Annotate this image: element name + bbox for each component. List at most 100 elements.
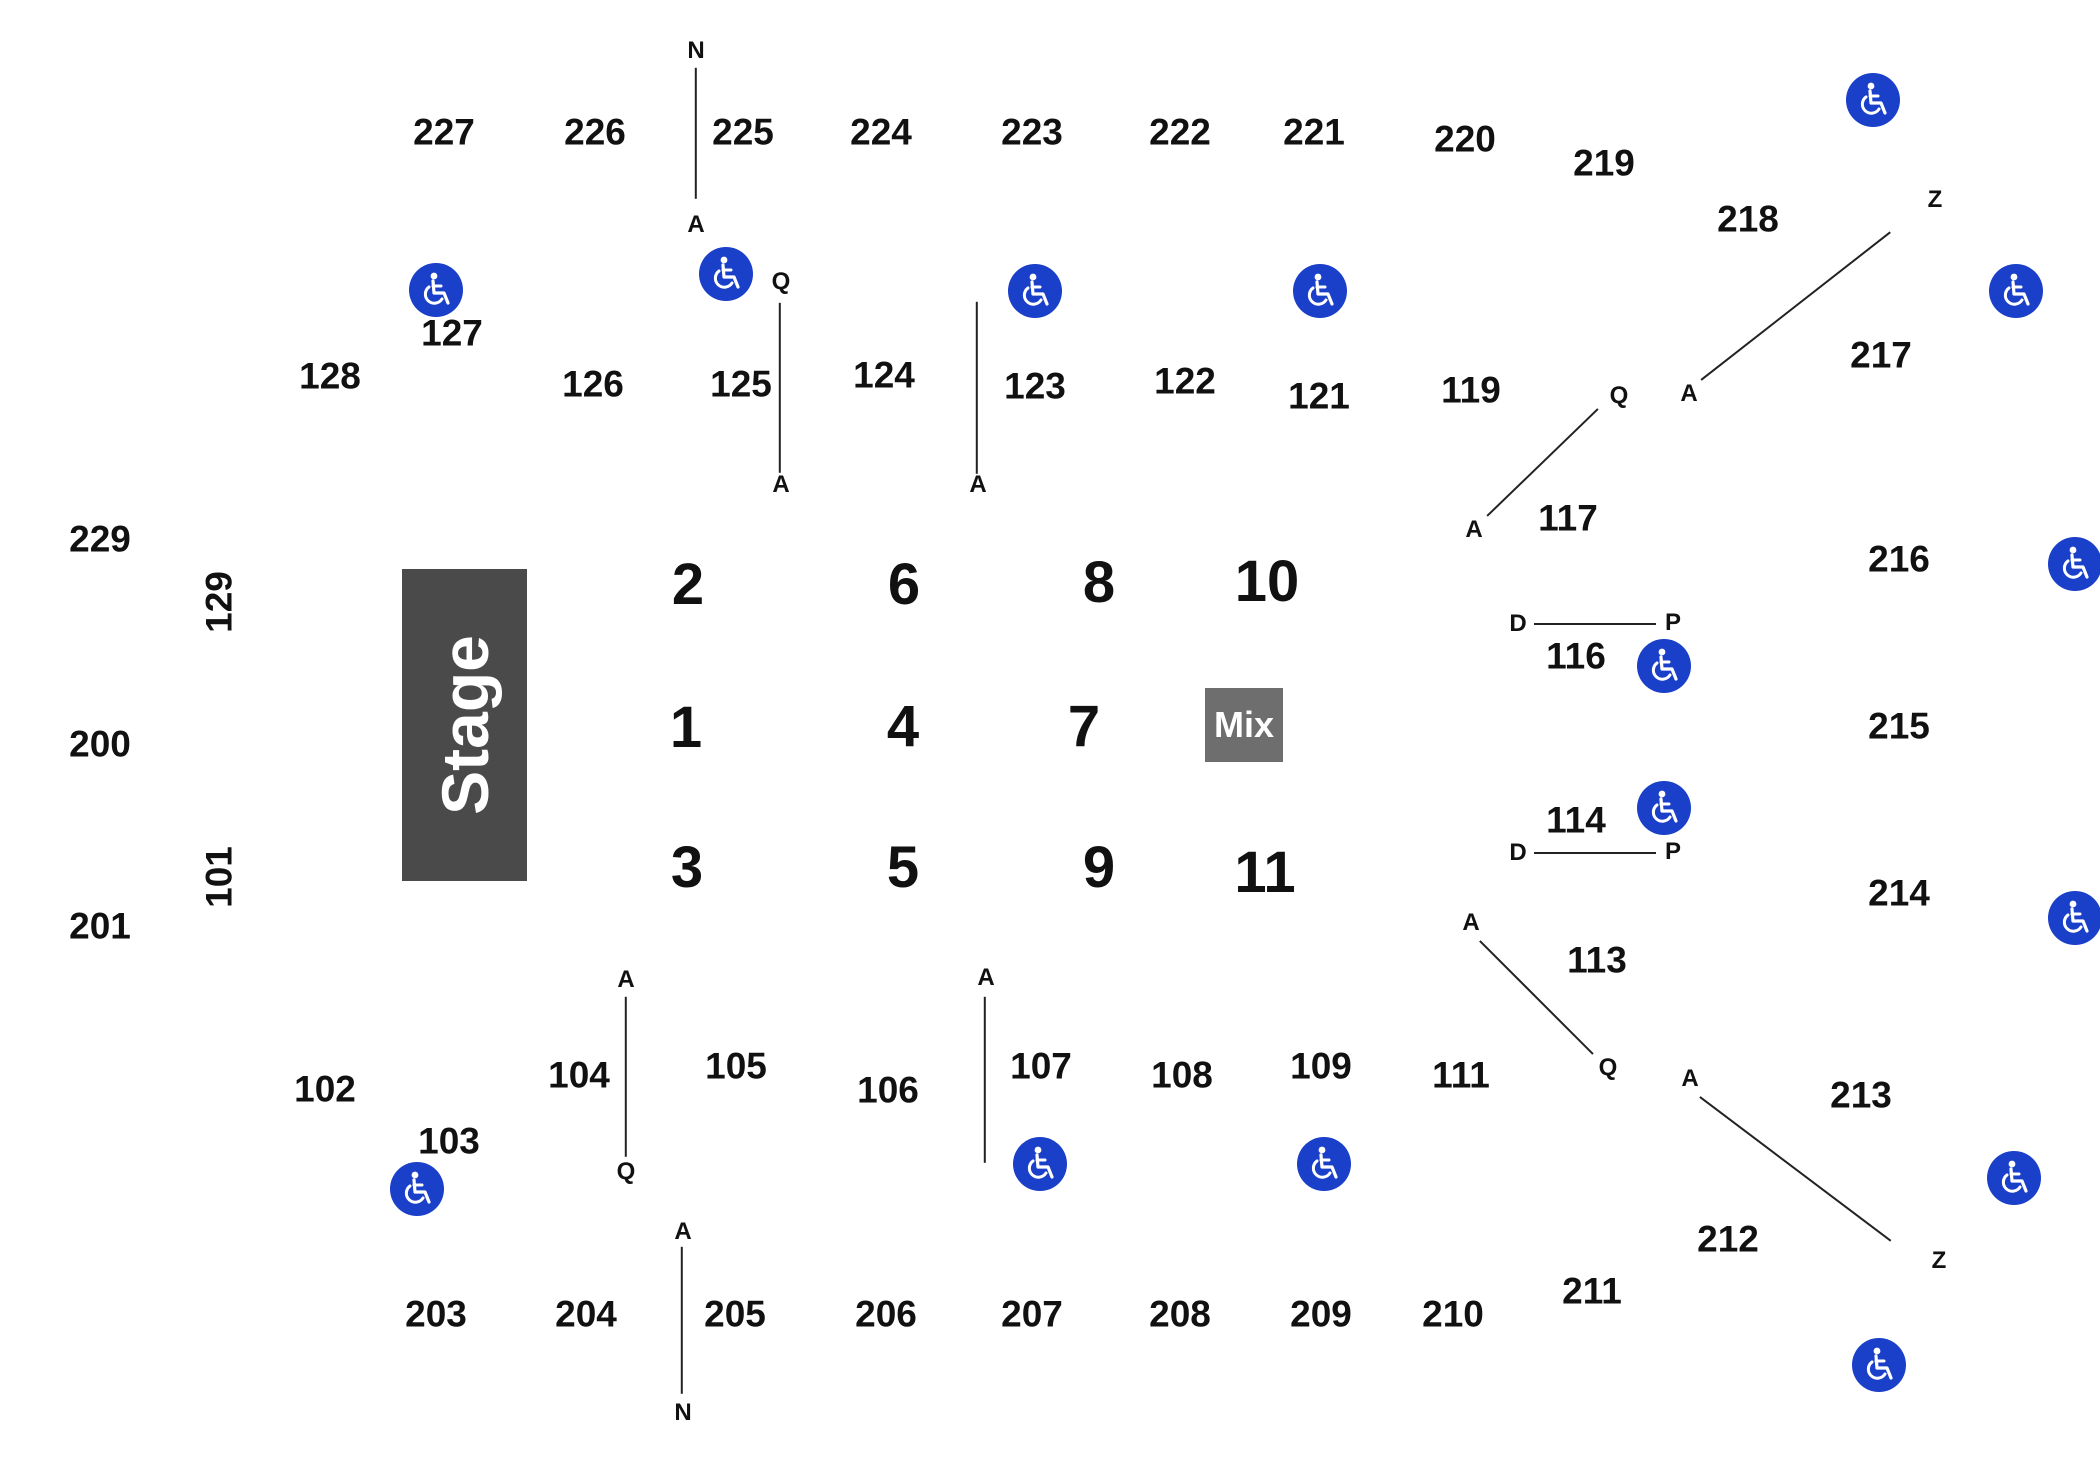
section-200[interactable]: 200 <box>69 723 131 765</box>
section-124[interactable]: 124 <box>853 354 915 396</box>
section-116[interactable]: 116 <box>1546 635 1606 677</box>
section-126[interactable]: 126 <box>562 363 624 405</box>
row-line <box>1534 623 1656 625</box>
floor-section-4[interactable]: 4 <box>886 694 920 759</box>
section-127[interactable]: 127 <box>421 312 483 354</box>
section-221[interactable]: 221 <box>1283 111 1345 153</box>
row-line <box>625 996 627 1157</box>
section-215[interactable]: 215 <box>1868 705 1930 747</box>
section-208[interactable]: 208 <box>1149 1293 1211 1335</box>
section-117[interactable]: 117 <box>1538 497 1598 539</box>
section-207[interactable]: 207 <box>1001 1293 1063 1335</box>
section-213[interactable]: 213 <box>1830 1074 1892 1116</box>
row-marker: Z <box>1931 1247 1947 1274</box>
section-206[interactable]: 206 <box>855 1293 917 1335</box>
section-121[interactable]: 121 <box>1288 375 1350 417</box>
wheelchair-icon[interactable] <box>1987 1151 2041 1205</box>
section-109[interactable]: 109 <box>1290 1045 1352 1087</box>
wheelchair-icon[interactable] <box>2048 891 2100 945</box>
section-123[interactable]: 123 <box>1004 365 1066 407</box>
section-226[interactable]: 226 <box>564 111 626 153</box>
row-marker: A <box>1680 380 1698 407</box>
section-119[interactable]: 119 <box>1441 369 1501 411</box>
section-125[interactable]: 125 <box>710 363 772 405</box>
wheelchair-icon[interactable] <box>1637 781 1691 835</box>
row-line <box>695 67 697 199</box>
row-marker: Q <box>1609 382 1629 409</box>
section-201[interactable]: 201 <box>69 905 131 947</box>
row-marker: D <box>1509 610 1527 637</box>
floor-section-9[interactable]: 9 <box>1082 835 1116 900</box>
section-216[interactable]: 216 <box>1868 538 1930 580</box>
section-102[interactable]: 102 <box>294 1068 356 1110</box>
floor-section-6[interactable]: 6 <box>887 552 921 617</box>
section-211[interactable]: 211 <box>1562 1270 1622 1312</box>
mix-position: Mix <box>1205 688 1283 762</box>
row-marker: P <box>1664 609 1682 636</box>
section-219[interactable]: 219 <box>1573 142 1635 184</box>
row-line <box>1534 852 1656 854</box>
row-marker: Q <box>1598 1054 1618 1081</box>
wheelchair-icon[interactable] <box>1989 264 2043 318</box>
floor-section-5[interactable]: 5 <box>886 835 920 900</box>
mix-label: Mix <box>1213 704 1275 745</box>
section-209[interactable]: 209 <box>1290 1293 1352 1335</box>
section-101[interactable]: 101 <box>198 846 240 908</box>
section-218[interactable]: 218 <box>1717 198 1779 240</box>
row-marker: Q <box>616 1158 636 1185</box>
wheelchair-icon[interactable] <box>1293 264 1347 318</box>
row-marker: A <box>687 211 705 238</box>
section-105[interactable]: 105 <box>705 1045 767 1087</box>
section-103[interactable]: 103 <box>418 1120 480 1162</box>
section-222[interactable]: 222 <box>1149 111 1211 153</box>
section-104[interactable]: 104 <box>548 1054 610 1096</box>
wheelchair-icon[interactable] <box>409 263 463 317</box>
floor-section-7[interactable]: 7 <box>1067 694 1101 759</box>
row-marker: D <box>1509 839 1527 866</box>
section-128[interactable]: 128 <box>299 355 361 397</box>
section-225[interactable]: 225 <box>712 111 774 153</box>
section-203[interactable]: 203 <box>405 1293 467 1335</box>
section-214[interactable]: 214 <box>1868 872 1930 914</box>
section-205[interactable]: 205 <box>704 1293 766 1335</box>
floor-section-8[interactable]: 8 <box>1082 550 1116 615</box>
section-106[interactable]: 106 <box>857 1069 919 1111</box>
row-marker: A <box>674 1218 692 1245</box>
wheelchair-icon[interactable] <box>699 247 753 301</box>
wheelchair-icon[interactable] <box>1008 264 1062 318</box>
floor-section-2[interactable]: 2 <box>671 552 705 617</box>
row-marker: A <box>1462 909 1480 936</box>
section-114[interactable]: 114 <box>1546 799 1606 841</box>
section-220[interactable]: 220 <box>1434 118 1496 160</box>
section-107[interactable]: 107 <box>1010 1045 1072 1087</box>
wheelchair-icon[interactable] <box>1297 1137 1351 1191</box>
wheelchair-icon[interactable] <box>1013 1137 1067 1191</box>
section-223[interactable]: 223 <box>1001 111 1063 153</box>
floor-section-11[interactable]: 11 <box>1234 840 1296 905</box>
section-229[interactable]: 229 <box>69 518 131 560</box>
section-210[interactable]: 210 <box>1422 1293 1484 1335</box>
section-224[interactable]: 224 <box>850 111 912 153</box>
section-204[interactable]: 204 <box>555 1293 617 1335</box>
row-marker: A <box>1681 1065 1699 1092</box>
stage-label: Stage <box>427 635 502 815</box>
section-111[interactable]: 111 <box>1432 1054 1490 1096</box>
section-108[interactable]: 108 <box>1151 1054 1213 1096</box>
row-marker: Q <box>771 268 791 295</box>
wheelchair-icon[interactable] <box>2048 537 2100 591</box>
wheelchair-icon[interactable] <box>390 1162 444 1216</box>
floor-section-3[interactable]: 3 <box>670 835 704 900</box>
row-marker: P <box>1664 838 1682 865</box>
wheelchair-icon[interactable] <box>1637 639 1691 693</box>
section-129[interactable]: 129 <box>198 571 240 633</box>
section-217[interactable]: 217 <box>1850 334 1912 376</box>
floor-section-1[interactable]: 1 <box>669 695 703 760</box>
section-113[interactable]: 113 <box>1567 939 1627 981</box>
wheelchair-icon[interactable] <box>1852 1338 1906 1392</box>
wheelchair-icon[interactable] <box>1846 73 1900 127</box>
section-212[interactable]: 212 <box>1697 1218 1759 1260</box>
section-227[interactable]: 227 <box>413 111 475 153</box>
section-122[interactable]: 122 <box>1154 360 1216 402</box>
floor-section-10[interactable]: 10 <box>1234 549 1300 614</box>
